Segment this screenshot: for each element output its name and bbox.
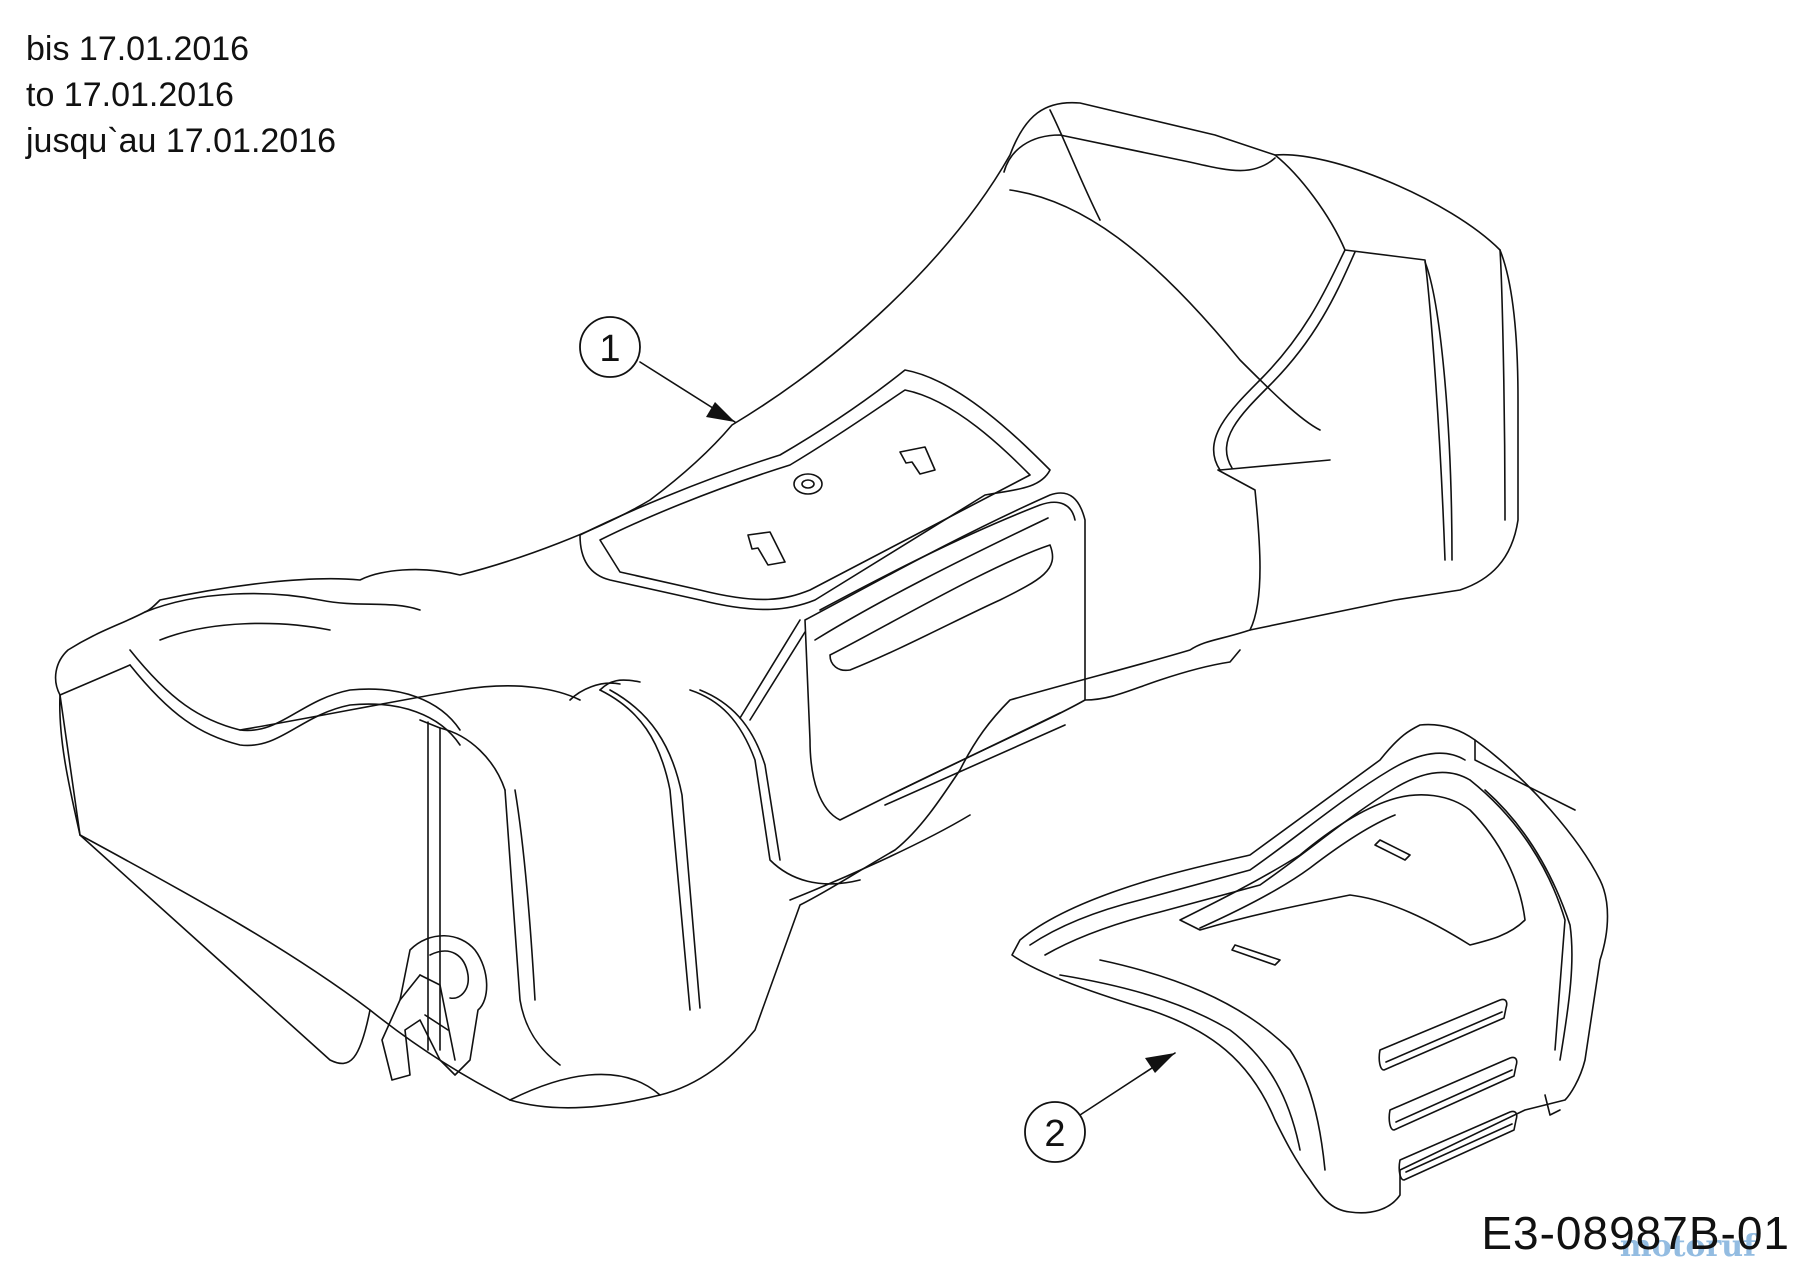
validity-line-de: bis 17.01.2016 xyxy=(26,30,250,68)
part-1-body-cover xyxy=(54,101,1519,1109)
callout-2-label: 2 xyxy=(1044,1113,1065,1155)
drawing-number: E3-08987B-01 xyxy=(1481,1207,1790,1259)
validity-line-en: to 17.01.2016 xyxy=(26,76,234,114)
validity-line-fr: jusqu`au 17.01.2016 xyxy=(26,122,337,160)
validity-header: bis 17.01.2016 to 17.01.2016 jusqu`au 17… xyxy=(26,26,336,164)
part-2-front-cover xyxy=(1011,723,1609,1214)
callout-1-arrowhead xyxy=(706,402,735,422)
callout-2: 2 xyxy=(1024,1052,1176,1163)
callout-1: 1 xyxy=(579,316,736,423)
watermark-logo: motoruf xyxy=(1619,1229,1756,1264)
callout-2-arrowhead xyxy=(1145,1053,1175,1073)
callout-1-label: 1 xyxy=(599,328,620,370)
